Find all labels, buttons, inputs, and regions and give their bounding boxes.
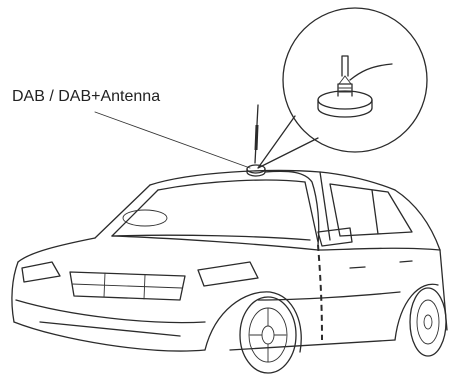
car-body: [12, 171, 447, 351]
front-wheel: [205, 292, 301, 373]
magnet-antenna-closeup: [318, 56, 392, 117]
rear-wheel: [395, 284, 446, 356]
label-leader-line: [95, 112, 250, 168]
antenna-cable-route: [265, 171, 322, 340]
